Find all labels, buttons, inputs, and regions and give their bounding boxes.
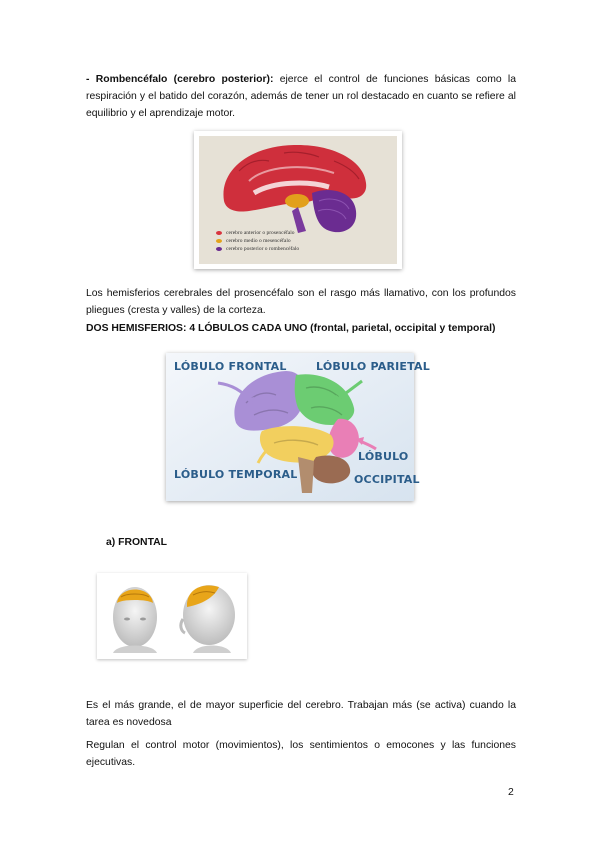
label-lobulo-temporal: LÓBULO TEMPORAL (174, 468, 298, 481)
legend-swatch-yellow (216, 239, 222, 243)
legend-swatch-red (216, 231, 222, 235)
legend-row-medio: cerebro medio o mesencéfalo (216, 237, 366, 245)
paragraph-rombencefalo-text: ejerce el control de funciones básicas c… (86, 74, 516, 119)
paragraph-hemisferios: Los hemisferios cerebrales del prosencéf… (86, 288, 516, 316)
label-lobulo-frontal: LÓBULO FRONTAL (174, 360, 287, 373)
figure-frontal-heads (97, 573, 247, 659)
heading-dos-hemisferios: DOS HEMISFERIOS: 4 LÓBULOS CADA UNO (fro… (86, 323, 496, 334)
heading-dos-hemisferios-rest: (frontal, parietal, occipital y temporal… (307, 323, 496, 334)
page-number: 2 (508, 787, 514, 798)
subheading-frontal: a) FRONTAL (106, 537, 167, 548)
figure-brain-lobes: LÓBULO FRONTAL LÓBULO PARIETAL LÓBULO TE… (166, 353, 430, 501)
frontal-heads-illustration (97, 573, 247, 659)
figure-brain-sections: cerebro anterior o prosencéfalo cerebro … (194, 131, 402, 269)
label-lobulo-occipital-2: OCCIPITAL (354, 473, 420, 486)
legend-label-posterior: cerebro posterior o rombencéfalo (226, 246, 300, 252)
legend-label-medio: cerebro medio o mesencéfalo (226, 238, 291, 244)
brain-sections-legend: cerebro anterior o prosencéfalo cerebro … (216, 229, 366, 253)
brain-lobes-illustration (166, 353, 414, 501)
paragraph-frontal-funciones: Regulan el control motor (movimientos), … (86, 740, 516, 768)
brain-sections-illustration: cerebro anterior o prosencéfalo cerebro … (199, 136, 397, 264)
heading-dos-hemisferios-bold: DOS HEMISFERIOS: 4 LÓBULOS CADA UNO (86, 323, 308, 334)
legend-swatch-purple (216, 247, 222, 251)
paragraph-frontal-descripcion: Es el más grande, el de mayor superficie… (86, 700, 516, 728)
legend-row-anterior: cerebro anterior o prosencéfalo (216, 229, 366, 237)
legend-label-anterior: cerebro anterior o prosencéfalo (226, 230, 295, 236)
legend-row-posterior: cerebro posterior o rombencéfalo (216, 245, 366, 253)
term-rombencefalo: - Rombencéfalo (cerebro posterior): (86, 74, 274, 85)
label-lobulo-parietal: LÓBULO PARIETAL (316, 360, 430, 373)
paragraph-rombencefalo: - Rombencéfalo (cerebro posterior): ejer… (86, 71, 516, 122)
label-lobulo-occipital-1: LÓBULO (358, 450, 409, 463)
